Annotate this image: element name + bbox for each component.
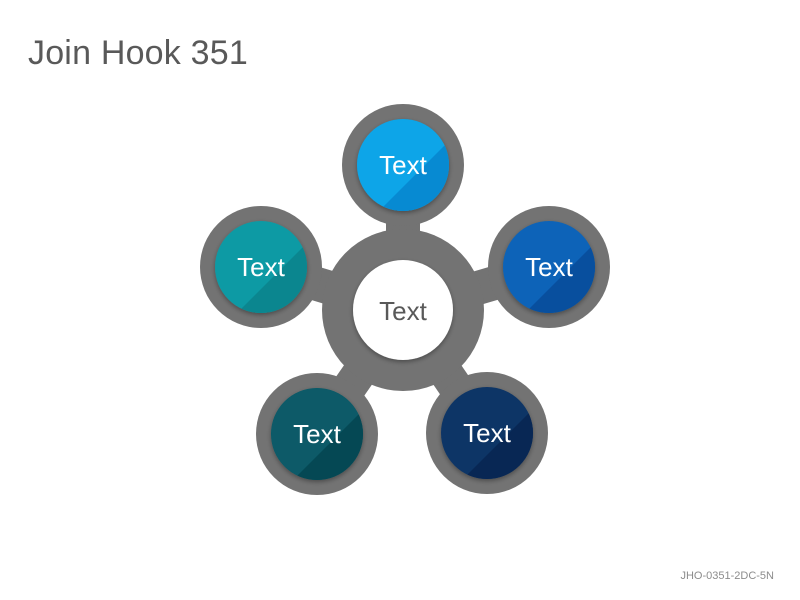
- node-right: Text: [488, 206, 610, 328]
- hub: Text: [322, 229, 484, 391]
- hub-center: [353, 260, 453, 360]
- slide-code: JHO-0351-2DC-5N: [680, 570, 774, 582]
- node-label: Text: [237, 252, 285, 282]
- node-bottom-right: Text: [426, 372, 548, 494]
- node-label: Text: [379, 150, 427, 180]
- node-label: Text: [525, 252, 573, 282]
- node-bottom-left: Text: [256, 373, 378, 495]
- node-left: Text: [200, 206, 322, 328]
- node-label: Text: [463, 418, 511, 448]
- node-label: Text: [293, 419, 341, 449]
- hub-label: Text: [379, 296, 427, 326]
- node-top: Text: [342, 104, 464, 226]
- slide-title: Join Hook 351: [28, 34, 248, 72]
